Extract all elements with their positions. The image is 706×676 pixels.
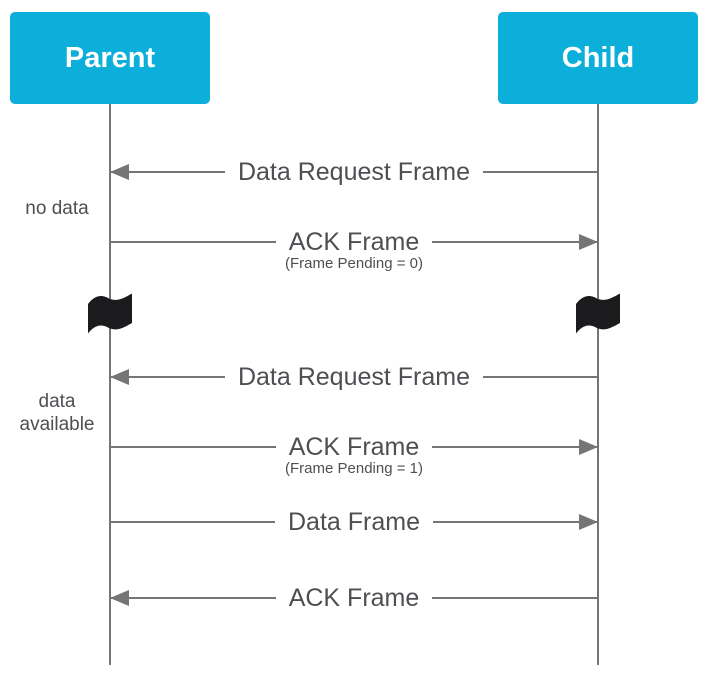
actor-label-child: Child bbox=[561, 41, 635, 74]
arrowhead-right-icon bbox=[579, 439, 598, 455]
annotation-no-data: no data bbox=[25, 198, 89, 219]
message-data-frame: Data Frame bbox=[111, 506, 598, 538]
actor-label-parent: Parent bbox=[64, 41, 156, 74]
message-label: ACK Frame bbox=[275, 432, 433, 462]
message-label: ACK Frame bbox=[275, 227, 433, 257]
arrowhead-left-icon bbox=[110, 369, 129, 385]
message-label: ACK Frame bbox=[275, 583, 433, 613]
message-data-request-frame-2: Data Request Frame bbox=[110, 361, 597, 393]
arrowhead-left-icon bbox=[110, 164, 129, 180]
message-ack-frame-pending-0: ACK Frame (Frame Pending = 0) bbox=[111, 226, 598, 272]
message-subtext: (Frame Pending = 0) bbox=[285, 255, 423, 272]
lifeline-child bbox=[597, 104, 599, 665]
actor-box-child: Child bbox=[498, 12, 698, 104]
arrowhead-right-icon bbox=[579, 514, 598, 530]
message-ack-frame-final: ACK Frame bbox=[110, 582, 597, 614]
actor-box-parent: Parent bbox=[10, 12, 210, 104]
annotation-data-available: data available bbox=[19, 391, 95, 435]
message-label: Data Request Frame bbox=[224, 362, 484, 392]
arrowhead-left-icon bbox=[110, 590, 129, 606]
message-subtext: (Frame Pending = 1) bbox=[285, 460, 423, 477]
message-label: Data Request Frame bbox=[224, 157, 484, 187]
time-passes-flag-icon bbox=[86, 292, 134, 334]
message-ack-frame-pending-1: ACK Frame (Frame Pending = 1) bbox=[111, 431, 598, 477]
message-label: Data Frame bbox=[275, 507, 433, 537]
time-passes-flag-icon bbox=[574, 292, 622, 334]
message-data-request-frame-1: Data Request Frame bbox=[110, 156, 597, 188]
arrowhead-right-icon bbox=[579, 234, 598, 250]
